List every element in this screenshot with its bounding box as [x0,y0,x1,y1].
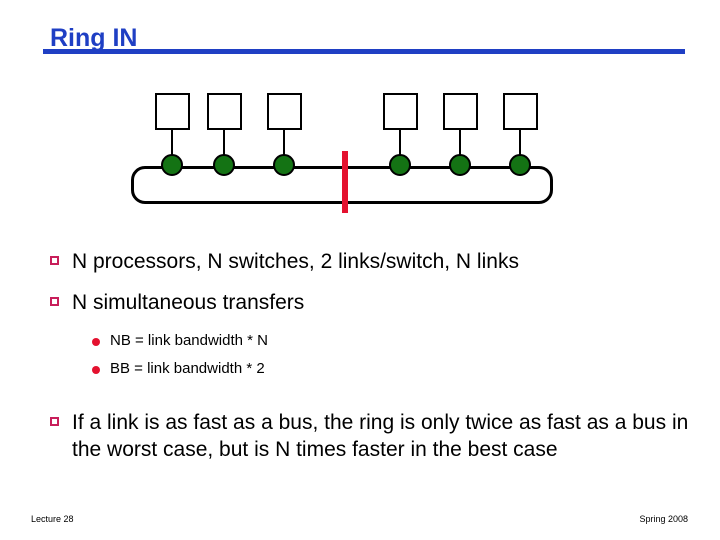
bullet-text: N simultaneous transfers [72,291,305,315]
link-line-1 [171,130,173,166]
switch-node-1 [161,154,183,176]
bullet-list: N processors, N switches, 2 links/switch… [0,248,720,478]
square-bullet-icon [50,417,59,427]
switch-node-5 [449,154,471,176]
sub-bullet-list: NB = link bandwidth * N BB = link bandwi… [0,331,720,380]
title-underline-rule [43,49,685,54]
processor-box-2 [207,93,242,130]
link-line-3 [283,130,285,166]
dot-bullet-icon [92,366,100,375]
link-line-4 [399,130,401,166]
processor-box-1 [155,93,190,130]
switch-node-4 [389,154,411,176]
processor-box-3 [267,93,302,130]
sub-bullet-text: BB = link bandwidth * 2 [110,360,265,378]
footer-lecture-label: Lecture 28 [31,514,74,524]
ring-break-marker [342,151,348,213]
link-line-5 [459,130,461,166]
link-line-6 [519,130,521,166]
bullet-item-2: N simultaneous transfers [0,289,720,316]
sub-bullet-text: NB = link bandwidth * N [110,331,268,349]
switch-node-6 [509,154,531,176]
square-bullet-icon [50,256,59,265]
sub-bullet-item-2: BB = link bandwidth * 2 [0,359,720,379]
bullet-item-1: N processors, N switches, 2 links/switch… [0,248,720,275]
ring-network-diagram [0,0,720,235]
processor-box-5 [443,93,478,130]
bullet-item-3: If a link is as fast as a bus, the ring … [0,409,720,464]
switch-node-2 [213,154,235,176]
page-title: Ring IN [50,24,138,52]
bullet-text: N processors, N switches, 2 links/switch… [72,250,519,273]
switch-node-3 [273,154,295,176]
processor-box-6 [503,93,538,130]
processor-box-4 [383,93,418,130]
link-line-2 [223,130,225,166]
footer-term-label: Spring 2008 [639,514,688,524]
sub-bullet-item-1: NB = link bandwidth * N [0,331,720,351]
dot-bullet-icon [92,337,100,346]
bullet-text: If a link is as fast as a bus, the ring … [72,411,689,462]
square-bullet-icon [50,297,59,307]
